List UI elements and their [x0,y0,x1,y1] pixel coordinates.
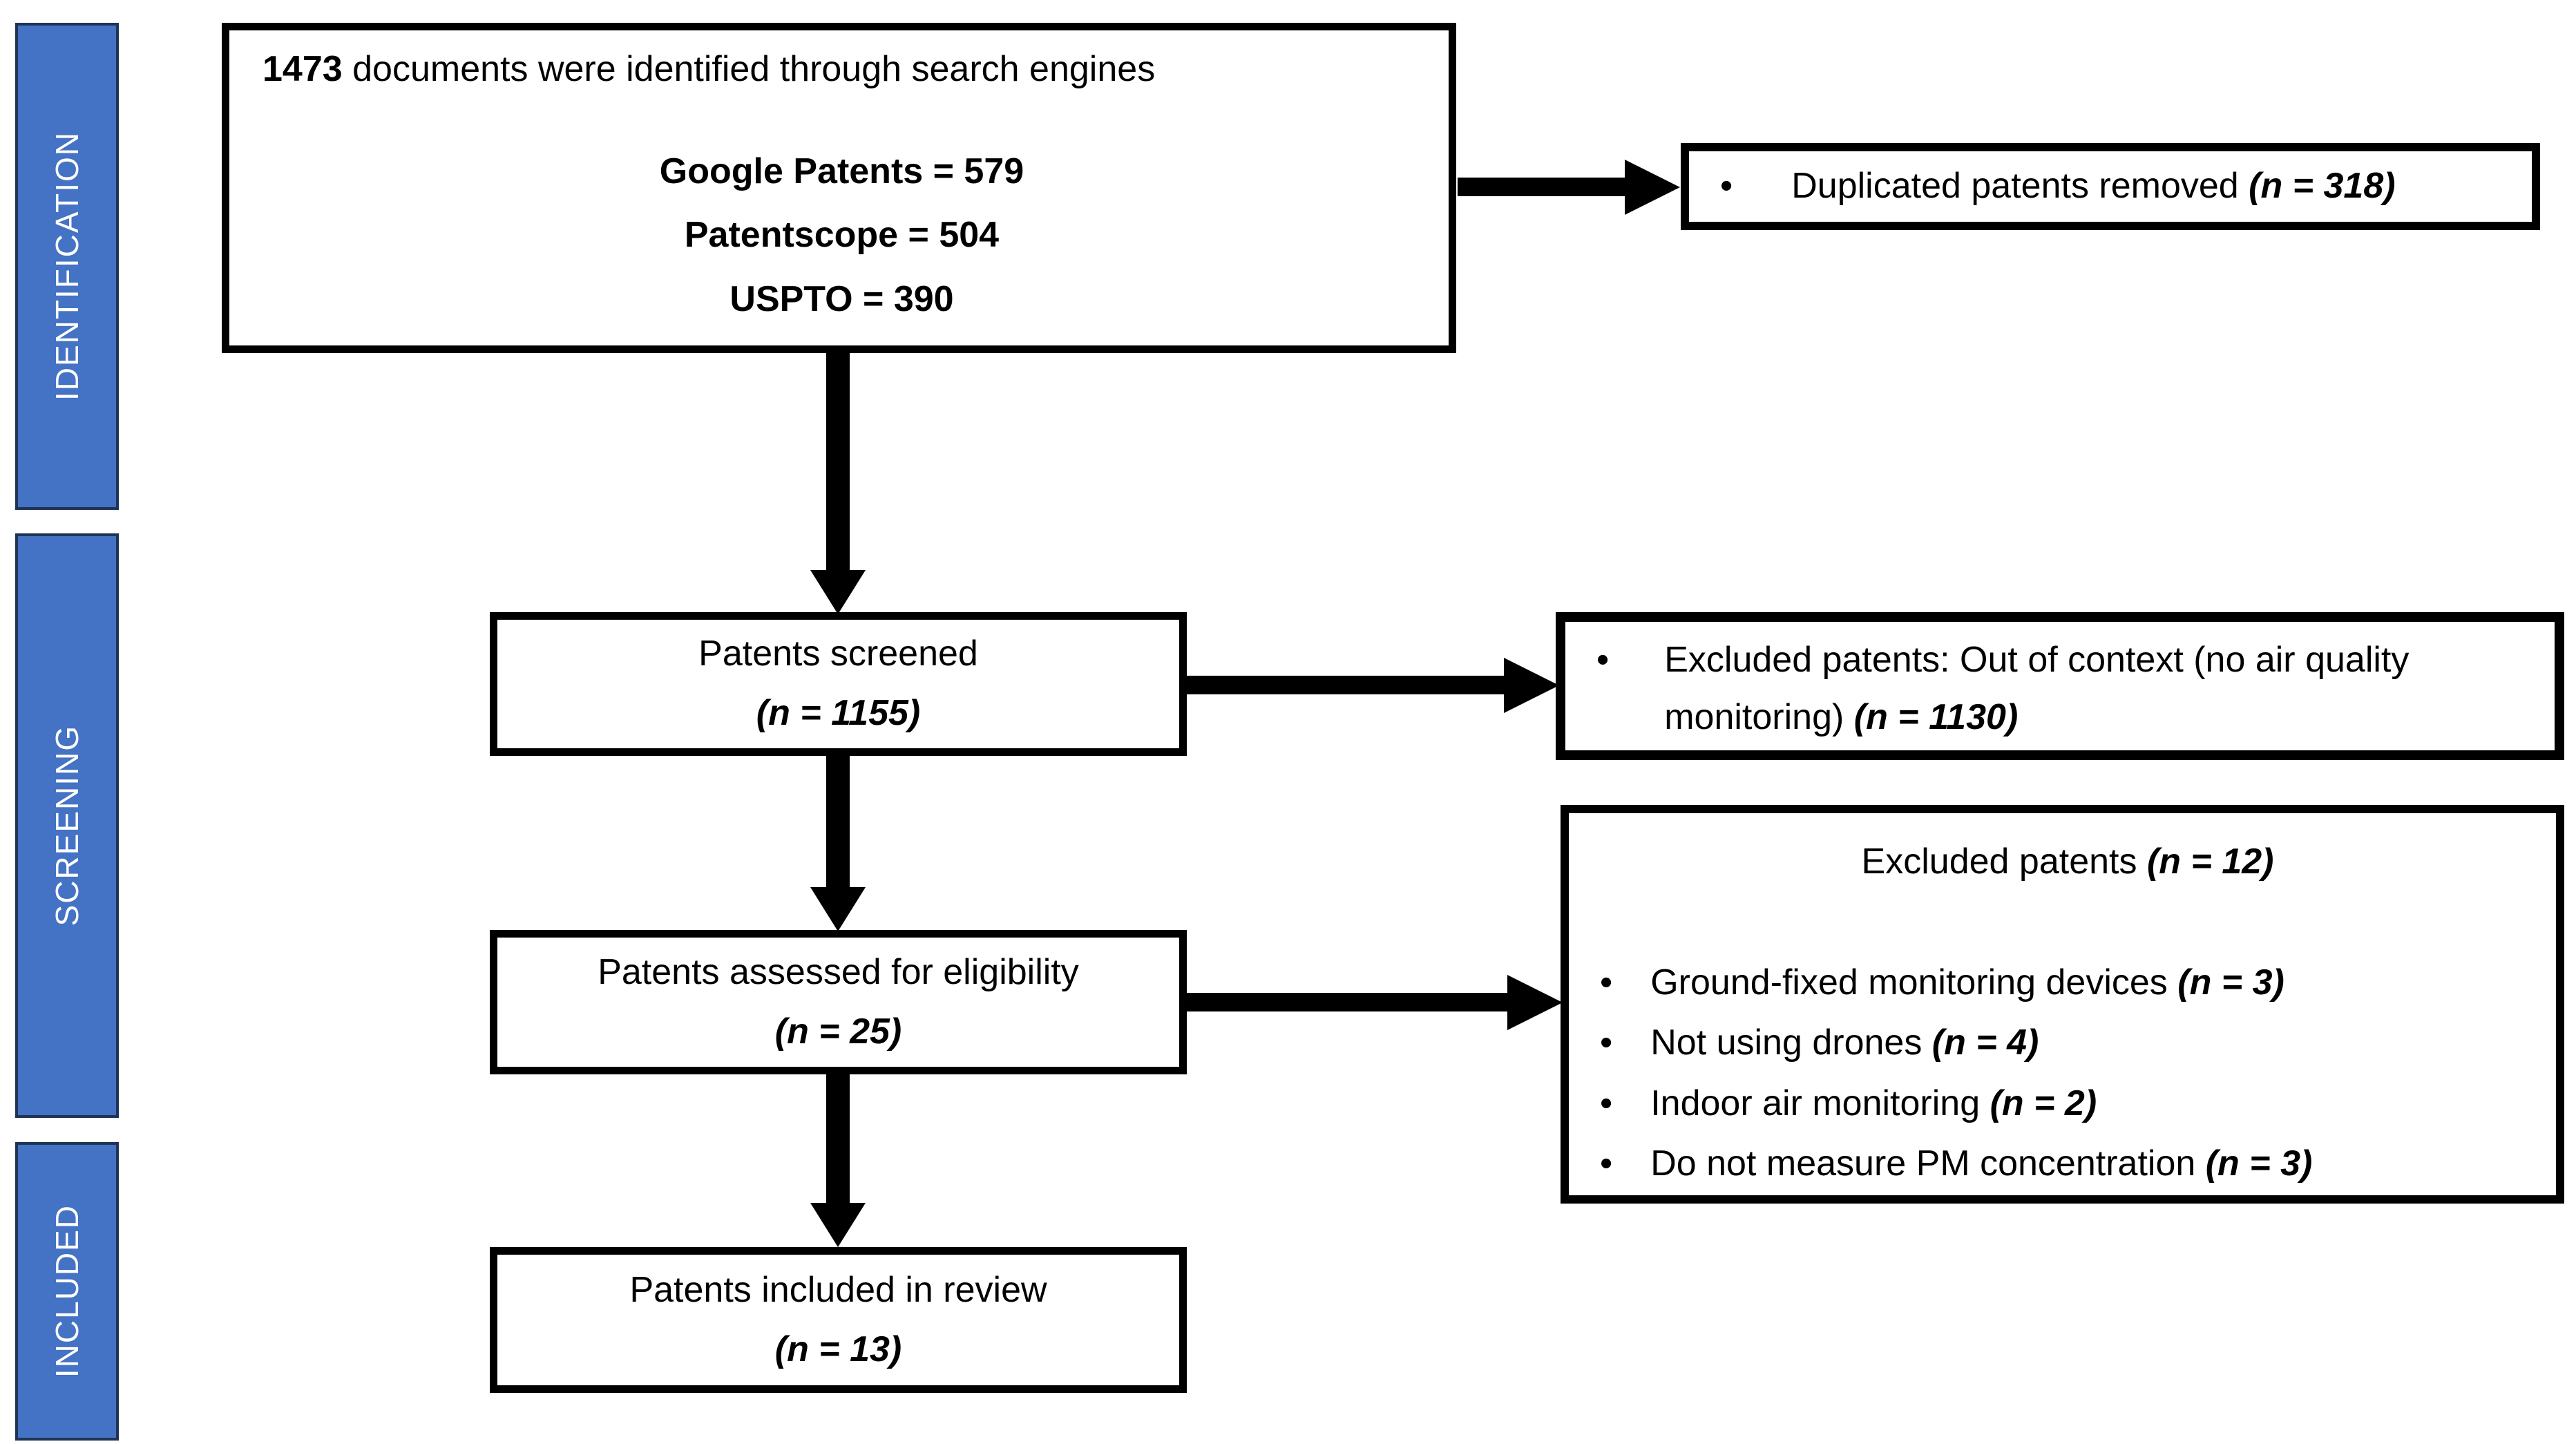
identified-text: documents were identified through search… [342,49,1156,89]
excluded-reason-row: • Indoor air monitoring (n = 2) [1600,1074,2535,1134]
excluded-eligibility-title-label: Excluded patents [1861,842,2147,882]
reason-label: Ground-fixed monitoring devices [1650,962,2178,1003]
identified-box: 1473 documents were identified through s… [222,23,1456,353]
bullet-icon: • [1600,962,1613,1003]
stage-bar-screening: SCREENING [15,533,119,1118]
reason-count: (n = 2) [1990,1083,2097,1123]
excluded-reason-row: • Ground-fixed monitoring devices (n = 3… [1600,953,2535,1013]
excluded-reason-no-pm: Do not measure PM concentration (n = 3) [1650,1134,2312,1194]
identified-sources: Google Patents = 579 Patentscope = 504 U… [263,140,1421,332]
assessed-title: Patents assessed for eligibility [598,951,1079,992]
arrow-right-head-icon [1507,975,1563,1030]
source-uspto: USPTO = 390 [729,278,954,319]
stage-label-included: INCLUDED [49,1204,85,1378]
stage-bar-identification: IDENTIFICATION [15,23,119,510]
screened-box: Patents screened (n = 1155) [490,612,1187,756]
arrow-down-head-icon [810,1203,866,1247]
source-patentscope: Patentscope = 504 [684,215,1000,256]
duplicates-removed-text: Duplicated patents removed (n = 318) [1791,157,2395,216]
excluded-screening-box: • Excluded patents: Out of context (no a… [1556,612,2564,760]
reason-count: (n = 3) [2205,1143,2313,1184]
assessed-box: Patents assessed for eligibility (n = 25… [490,930,1187,1074]
reason-label: Not using drones [1650,1023,1932,1063]
reason-count: (n = 3) [2177,962,2284,1003]
source-google-patents: Google Patents = 579 [659,151,1024,191]
bullet-icon: • [1600,1143,1613,1184]
excluded-eligibility-box: Excluded patents (n = 12) • Ground-fixed… [1561,805,2564,1204]
arrow-down-screened-to-assessed [826,756,850,889]
reason-count: (n = 4) [1931,1023,2039,1063]
included-box: Patents included in review (n = 13) [490,1247,1187,1393]
excluded-reason-ground-fixed: Ground-fixed monitoring devices (n = 3) [1650,953,2284,1013]
excluded-screening-label: Excluded patents: Out of context (no air… [1664,640,2410,738]
excluded-eligibility-list: • Ground-fixed monitoring devices (n = 3… [1600,953,2535,1194]
screened-count: (n = 1155) [756,693,921,733]
duplicates-removed-label: Duplicated patents removed [1791,166,2249,207]
stage-bar-included: INCLUDED [15,1142,119,1441]
excluded-reason-no-drones: Not using drones (n = 4) [1650,1013,2039,1073]
bullet-icon: • [1596,640,1610,680]
arrow-down-assessed-to-included [826,1074,850,1205]
arrow-right-identified-to-duplicates [1458,178,1627,196]
reason-label: Do not measure PM concentration [1650,1143,2206,1184]
bullet-icon: • [1600,1023,1613,1063]
duplicates-removed-count: (n = 318) [2249,166,2396,207]
bullet-icon: • [1600,1083,1613,1123]
screened-title: Patents screened [698,634,978,674]
stage-label-screening: SCREENING [49,725,85,927]
excluded-eligibility-title-count: (n = 12) [2146,842,2274,882]
bullet-icon: • [1720,166,1733,207]
assessed-count: (n = 25) [774,1011,902,1052]
included-count: (n = 13) [774,1329,902,1369]
duplicates-removed-box: • Duplicated patents removed (n = 318) [1681,143,2540,230]
arrow-right-head-icon [1625,160,1680,215]
arrow-right-screened-to-excluded [1185,676,1506,694]
stage-label-identification: IDENTIFICATION [49,131,85,401]
reason-label: Indoor air monitoring [1650,1083,1990,1123]
identified-count: 1473 [263,49,343,89]
excluded-reason-row: • Do not measure PM concentration (n = 3… [1600,1134,2535,1194]
excluded-screening-count: (n = 1130) [1853,697,2019,738]
identified-line: 1473 documents were identified through s… [263,40,1421,99]
excluded-reason-indoor-air: Indoor air monitoring (n = 2) [1650,1074,2097,1134]
excluded-eligibility-title: Excluded patents (n = 12) [1600,833,2535,892]
excluded-reason-row: • Not using drones (n = 4) [1600,1013,2535,1073]
arrow-right-assessed-to-excluded [1185,993,1509,1011]
arrow-down-identified-to-screened [826,353,850,571]
arrow-down-head-icon [810,887,866,931]
included-title: Patents included in review [629,1269,1047,1310]
arrow-down-head-icon [810,570,866,614]
arrow-right-head-icon [1504,658,1559,713]
excluded-screening-text: Excluded patents: Out of context (no air… [1664,631,2493,746]
